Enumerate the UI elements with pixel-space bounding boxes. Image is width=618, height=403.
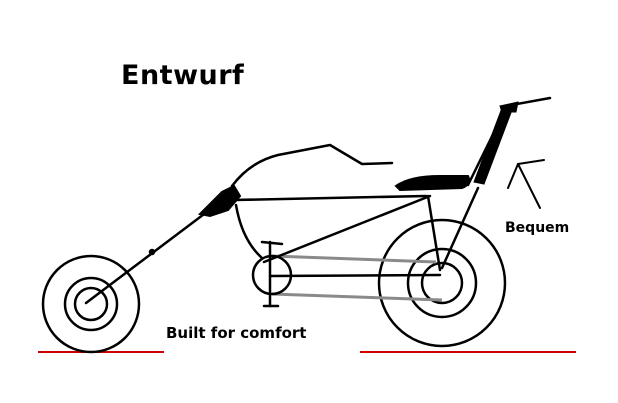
front-wheel — [41, 254, 141, 354]
frame — [84, 96, 552, 308]
front-sprocket — [251, 254, 293, 296]
backrest-annotation: Bequem — [505, 220, 570, 236]
headstock — [197, 184, 242, 218]
chain — [271, 254, 443, 302]
rear-wheel — [377, 218, 507, 348]
arrow-icon — [507, 159, 545, 209]
backrest — [473, 101, 519, 185]
drawing-title: Entwurf — [121, 60, 245, 91]
comfort-caption: Built for comfort — [166, 324, 307, 342]
seat — [394, 175, 471, 192]
